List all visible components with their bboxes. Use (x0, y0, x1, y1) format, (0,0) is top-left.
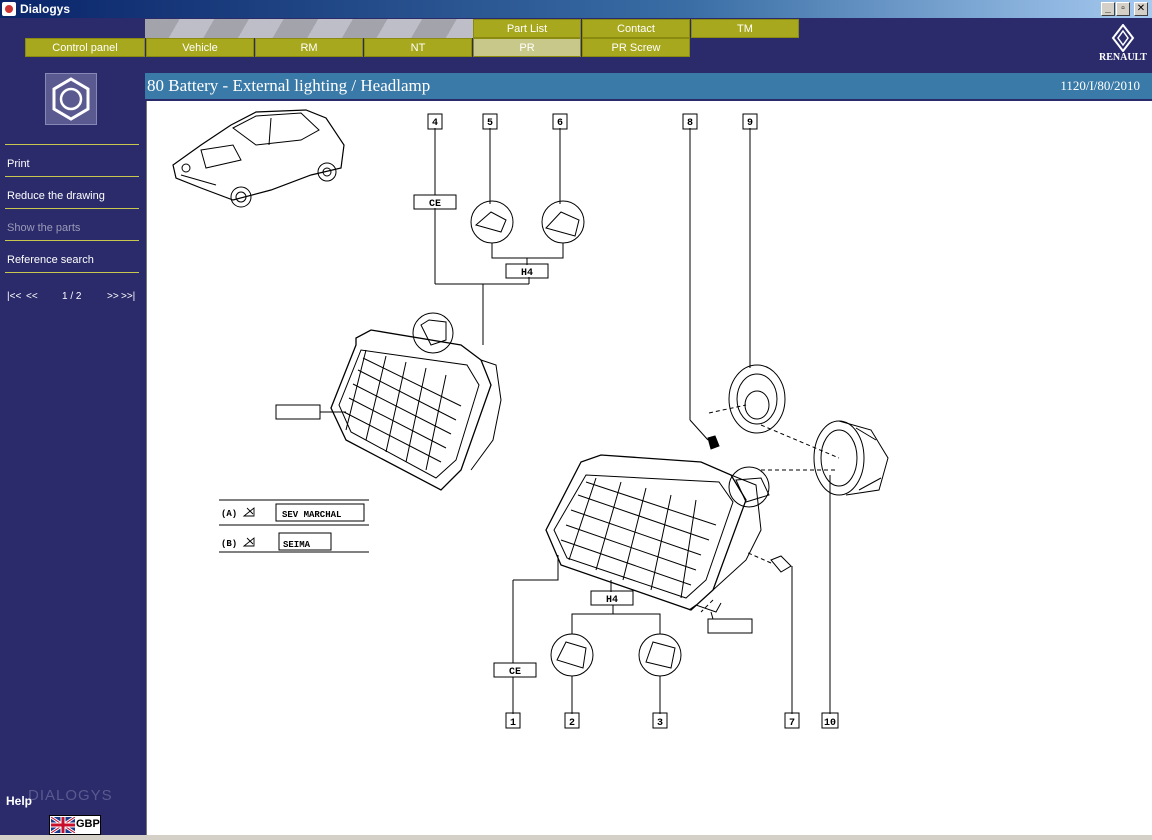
part-number-2[interactable]: 2 (569, 718, 575, 729)
label-h4-lower: H4 (606, 595, 618, 606)
menu-separator (5, 272, 139, 273)
label-h4-upper: H4 (521, 268, 533, 279)
help-link[interactable]: Help (6, 794, 33, 808)
headlamp-lower-drawing (545, 454, 770, 613)
part-number-10[interactable]: 10 (824, 718, 836, 729)
sidebar: Print Reduce the drawing Show the parts … (0, 62, 145, 840)
app-icon (2, 2, 16, 16)
close-button[interactable]: ✕ (1134, 2, 1148, 16)
label-ce-upper: CE (429, 199, 441, 210)
supplier-icon (242, 507, 255, 517)
part-number-6[interactable]: 6 (557, 118, 563, 129)
language-selector[interactable]: GBP (49, 815, 101, 835)
pager-page-indicator: 1 / 2 (62, 291, 82, 302)
renault-diamond-icon (1111, 24, 1135, 52)
exploded-view-diagram: 1 2 3 4 5 6 7 8 9 10 CE H4 H4 CE (A) SEV… (172, 109, 889, 729)
section-icon (45, 73, 97, 125)
legend-value-sev-marchal: SEV MARCHAL (282, 510, 341, 520)
logo-text: RENAULT (1099, 52, 1147, 63)
tab-pr-screw[interactable]: PR Screw (582, 38, 690, 57)
parts-drawing[interactable]: 1 2 3 4 5 6 7 8 9 10 CE H4 H4 CE (A) SEV… (146, 101, 1152, 835)
part-number-3[interactable]: 3 (657, 718, 663, 729)
supplier-legend (219, 499, 369, 553)
leader-lines (320, 128, 831, 714)
page-title: 80 Battery - External lighting / Headlam… (147, 76, 431, 95)
page-reference: 1120/I/80/2010 (1060, 78, 1140, 93)
tab-vehicle[interactable]: Vehicle (146, 38, 254, 57)
tab-part-list[interactable]: Part List (473, 19, 581, 38)
maximize-button[interactable]: ▫ (1116, 2, 1130, 16)
tab-rm[interactable]: RM (255, 38, 363, 57)
nav-decoration (145, 19, 475, 38)
language-code: GBP (76, 818, 100, 830)
dust-cap-drawing (813, 420, 889, 496)
part-number-4[interactable]: 4 (432, 118, 438, 129)
menu-print[interactable]: Print (7, 158, 30, 170)
pager-first-button[interactable]: |<< (7, 291, 22, 302)
nut-icon (52, 77, 90, 121)
uk-flag-icon (51, 817, 75, 833)
supplier-icon (242, 537, 255, 547)
menu-separator (5, 144, 139, 145)
pager-prev-button[interactable]: << (26, 291, 38, 302)
menu-separator (5, 208, 139, 209)
part-number-8[interactable]: 8 (687, 118, 693, 129)
tab-control-panel[interactable]: Control panel (25, 38, 145, 57)
menu-reference-search[interactable]: Reference search (7, 254, 94, 266)
pager-last-button[interactable]: >>| (121, 291, 136, 302)
headlamp-upper-drawing (330, 312, 502, 491)
pager-next-button[interactable]: >> (107, 291, 119, 302)
tab-pr[interactable]: PR (473, 38, 581, 57)
tab-tm[interactable]: TM (691, 19, 799, 38)
window-title: Dialogys (20, 2, 71, 16)
blank-label-box (707, 618, 753, 634)
legend-value-seima: SEIMA (283, 540, 311, 550)
car-illustration (172, 109, 345, 208)
legend-key-a: (A) (221, 509, 237, 519)
part-number-9[interactable]: 9 (747, 118, 753, 129)
menu-separator (5, 240, 139, 241)
part-number-7[interactable]: 7 (789, 718, 795, 729)
bulb-holder-drawing (728, 364, 786, 434)
dialogys-watermark: DIALOGYS (28, 787, 113, 804)
status-bar (0, 835, 1152, 840)
label-ce-lower: CE (509, 667, 521, 678)
menu-separator (5, 176, 139, 177)
minimize-button[interactable]: _ (1101, 2, 1115, 16)
part-number-1[interactable]: 1 (510, 718, 516, 729)
window-titlebar: Dialogys _ ▫ ✕ (0, 0, 1152, 18)
menu-show-parts[interactable]: Show the parts (7, 222, 81, 234)
renault-logo: RENAULT (1096, 24, 1150, 70)
menu-reduce-drawing[interactable]: Reduce the drawing (7, 190, 105, 202)
legend-key-b: (B) (221, 539, 237, 549)
tab-contact[interactable]: Contact (582, 19, 690, 38)
page-header: 80 Battery - External lighting / Headlam… (145, 73, 1152, 99)
part-number-5[interactable]: 5 (487, 118, 493, 129)
tab-nt[interactable]: NT (364, 38, 472, 57)
blank-label-box (275, 404, 321, 420)
